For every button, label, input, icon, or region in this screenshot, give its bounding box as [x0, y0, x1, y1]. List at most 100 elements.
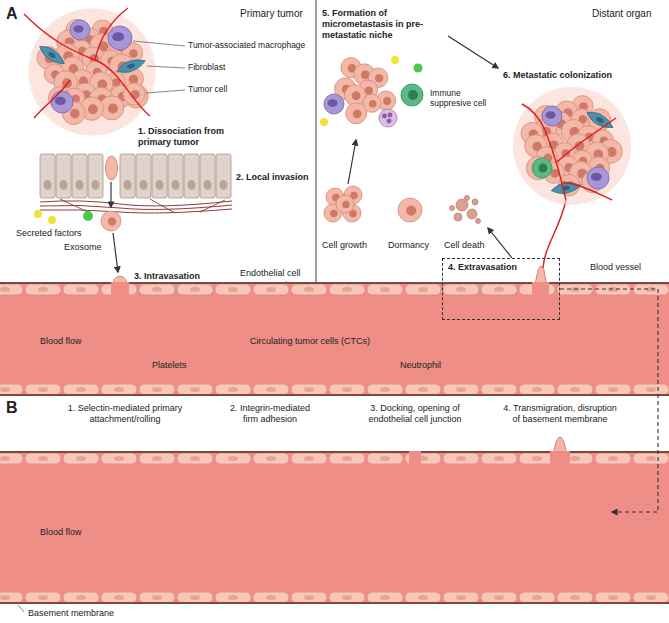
endothelial-nucleus — [114, 387, 124, 392]
endothelial-nucleus — [532, 595, 542, 600]
immune-suppressive-cell — [401, 84, 423, 106]
step-label: 3. Intravasation — [134, 271, 200, 282]
macrophage — [324, 94, 344, 114]
fibroblast — [37, 42, 67, 68]
epithelial-nucleus — [124, 180, 132, 190]
endothelial-nucleus — [190, 287, 200, 292]
endothelial-cell — [367, 284, 403, 295]
epithelial-cell — [200, 154, 215, 198]
ecm-fiber — [40, 205, 232, 209]
endothelial-cell — [0, 284, 23, 295]
tumor-cell-nucleus — [352, 91, 361, 100]
neutrophil-lobe — [387, 119, 392, 124]
region-title: Distant organ — [592, 8, 651, 20]
apoptotic-fragment — [465, 196, 470, 201]
macrophage-nucleus — [546, 111, 556, 119]
blood-vessel-band: Blood flow — [0, 452, 612, 603]
blood-vessel — [0, 451, 669, 603]
secreted-factor — [48, 216, 56, 224]
endothelial-nucleus — [608, 456, 618, 461]
fibroblast-nucleus — [126, 63, 135, 70]
endothelial-cell — [329, 384, 365, 395]
epithelial-nucleus — [188, 180, 196, 190]
endothelial-nucleus — [304, 387, 314, 392]
endothelial-cell — [595, 592, 631, 603]
endothelial-nucleus — [38, 456, 48, 461]
macrophage-nucleus — [112, 32, 124, 41]
endothelial-cell — [443, 453, 479, 464]
leader-line — [147, 66, 185, 68]
blood-vessel-line — [24, 14, 150, 116]
endothelial-cell — [215, 453, 251, 464]
macrophage-body — [70, 20, 90, 40]
endothelial-nucleus — [532, 387, 542, 392]
endothelial-nucleus — [114, 456, 124, 461]
wall-gap — [111, 282, 129, 296]
tumor-cell-body — [346, 103, 367, 124]
endothelial-nucleus — [228, 595, 238, 600]
epithelial-cell — [40, 154, 55, 198]
epithelial-nucleus — [92, 180, 100, 190]
tumor-cell-nucleus — [130, 90, 139, 99]
tumor-cell-nucleus — [129, 49, 138, 58]
endothelial-cell — [633, 384, 669, 395]
secreted-factor — [391, 56, 399, 64]
part-label: Exosome — [64, 242, 102, 253]
leader-line — [18, 605, 24, 612]
apoptotic-fragment — [456, 199, 468, 211]
epithelial-nucleus — [172, 180, 180, 190]
endothelial-nucleus — [228, 456, 238, 461]
part-label: Tumor cell — [188, 84, 227, 94]
endothelial-nucleus — [608, 387, 618, 392]
epithelium — [40, 154, 232, 213]
leader-line — [133, 41, 185, 46]
immune-suppressive-cell — [532, 158, 552, 178]
endothelial-cell — [367, 384, 403, 395]
endothelial-cell — [253, 592, 289, 603]
epithelial-cell — [120, 154, 135, 198]
endothelial-nucleus — [342, 287, 352, 292]
neutrophil-body — [379, 109, 397, 127]
fate-label: Dormancy — [388, 240, 429, 251]
node-text: Circulating tumor cells (CTCs) — [250, 336, 370, 347]
endothelial-nucleus — [0, 456, 10, 461]
blood-vessel-line — [563, 182, 612, 200]
macrophage-nucleus — [74, 25, 84, 33]
tumor-cell-body — [398, 198, 422, 222]
endothelial-cell — [25, 453, 61, 464]
fate-label: Cell growth — [322, 240, 367, 251]
endothelial-nucleus — [304, 287, 314, 292]
endothelial-cell — [481, 384, 517, 395]
endothelial-cell — [0, 384, 23, 395]
endothelial-cell — [177, 284, 213, 295]
basement-membrane-line — [0, 394, 669, 396]
endothelial-cell — [0, 453, 23, 464]
tumor-cell — [336, 195, 354, 213]
step-label: 1. Dissociation from primary tumor — [138, 126, 234, 148]
endothelial-cell — [557, 592, 593, 603]
epithelial-nucleus — [60, 180, 68, 190]
endothelial-nucleus — [190, 387, 200, 392]
fate-label: Cell death — [444, 240, 485, 251]
tumor-cell-nucleus — [108, 217, 116, 225]
endothelial-nucleus — [266, 456, 276, 461]
fibroblast-body — [115, 56, 147, 76]
tumor-cell-nucleus — [369, 100, 377, 108]
basement-membrane-line — [421, 451, 550, 453]
epithelial-nucleus — [156, 180, 164, 190]
neutrophil — [379, 109, 397, 127]
apoptotic-fragment — [454, 213, 462, 221]
epithelial-cell — [152, 154, 167, 198]
endothelial-cell — [443, 284, 479, 295]
endothelial-nucleus — [532, 456, 542, 461]
part-label: Basement membrane — [28, 608, 114, 619]
node-heading: 4. Extravasation — [448, 262, 517, 273]
endothelial-nucleus — [342, 456, 352, 461]
endothelial-nucleus — [0, 387, 10, 392]
part-label: Blood vessel — [590, 262, 641, 273]
endothelial-nucleus — [152, 456, 162, 461]
endothelial-nucleus — [570, 456, 580, 461]
endothelial-cell — [177, 592, 213, 603]
exosome — [414, 64, 423, 73]
